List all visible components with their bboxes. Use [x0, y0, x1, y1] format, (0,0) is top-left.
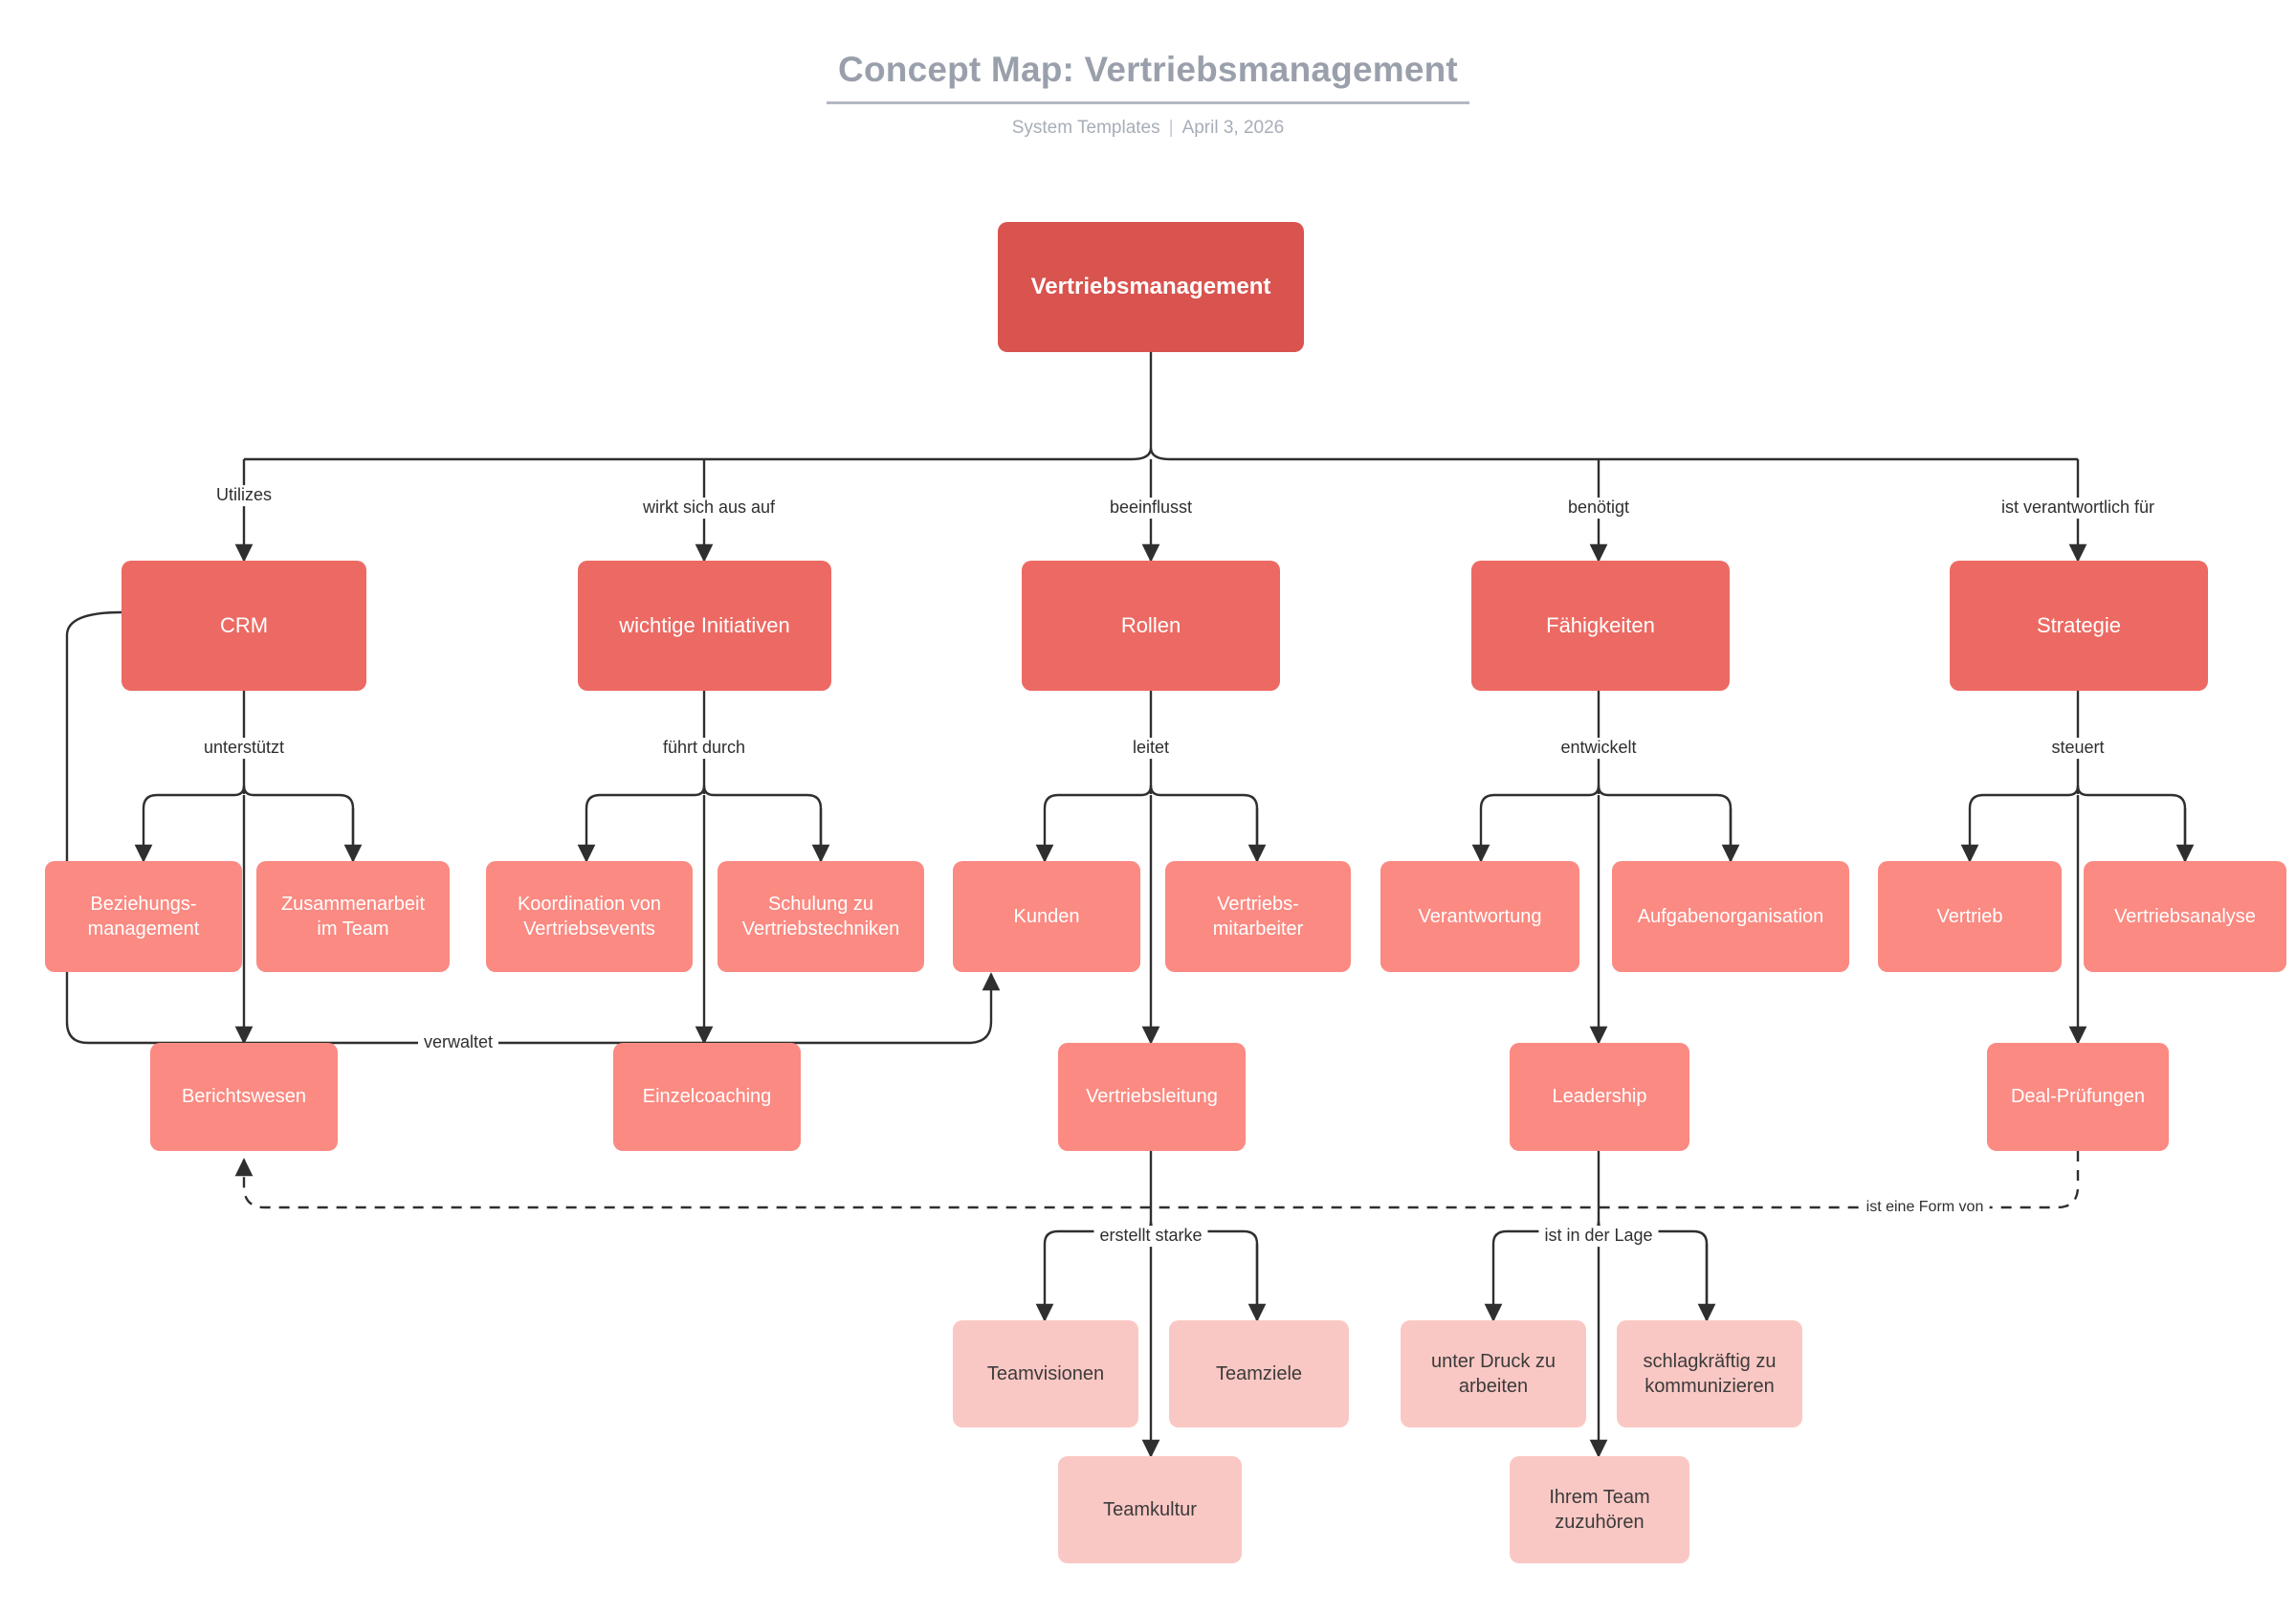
node-deal-pruefungen[interactable]: Deal-Prüfungen [1987, 1043, 2169, 1151]
node-rollen[interactable]: Rollen [1022, 561, 1280, 691]
edge-label-steuert: steuert [2045, 738, 2110, 759]
edge-label-fuehrt-durch: führt durch [656, 738, 752, 759]
edge-label-beeinflusst: beeinflusst [1103, 498, 1199, 519]
edge-strategie-fan [1968, 785, 2187, 861]
node-strategie[interactable]: Strategie [1950, 561, 2208, 691]
node-teamvisionen[interactable]: Teamvisionen [953, 1320, 1138, 1427]
node-unter-druck-zu-arbeiten[interactable]: unter Druck zu arbeiten [1401, 1320, 1586, 1427]
node-leadership[interactable]: Leadership [1510, 1043, 1689, 1151]
edge-label-utilizes: Utilizes [210, 485, 278, 506]
node-wichtige-initiativen[interactable]: wichtige Initiativen [578, 561, 831, 691]
edge-faehigkeiten-fan [1479, 785, 1733, 861]
edge-label-leitet: leitet [1126, 738, 1176, 759]
node-schlagkraeftig-zu-kommunizieren[interactable]: schlagkräftig zu kommunizieren [1617, 1320, 1802, 1427]
node-schulung-zu-vertriebstechniken[interactable]: Schulung zu Vertriebstechniken [718, 861, 924, 972]
node-vertriebsmanagement[interactable]: Vertriebsmanagement [998, 222, 1304, 352]
node-teamkultur[interactable]: Teamkultur [1058, 1456, 1242, 1563]
node-berichtswesen[interactable]: Berichtswesen [150, 1043, 338, 1151]
diagram-subtitle: System Templates | April 3, 2026 [0, 118, 2296, 139]
page-title: Concept Map: Vertriebsmanagement [827, 50, 1469, 104]
node-crm[interactable]: CRM [121, 561, 366, 691]
node-kunden[interactable]: Kunden [953, 861, 1140, 972]
node-teamziele[interactable]: Teamziele [1169, 1320, 1349, 1427]
diagram-header: Concept Map: Vertriebsmanagement System … [0, 50, 2296, 139]
edge-root-bus [244, 447, 2078, 461]
node-ihrem-team-zuzuhoeren[interactable]: Ihrem Team zuzuhören [1510, 1456, 1689, 1563]
edge-rollen-fan [1043, 785, 1259, 861]
edge-initiativen-fan [585, 785, 823, 861]
node-koordination-von-vertriebsevents[interactable]: Koordination von Vertriebsevents [486, 861, 693, 972]
node-einzelcoaching[interactable]: Einzelcoaching [613, 1043, 801, 1151]
node-faehigkeiten[interactable]: Fähigkeiten [1471, 561, 1730, 691]
edge-label-ist-eine-form-von: ist eine Form von [1860, 1198, 1990, 1217]
node-vertriebsleitung[interactable]: Vertriebsleitung [1058, 1043, 1246, 1151]
node-vertriebsmitarbeiter[interactable]: Vertriebs- mitarbeiter [1165, 861, 1351, 972]
edge-label-unterstuetzt: unterstützt [197, 738, 291, 759]
edge-label-ist-verantwortlich-fuer: ist verantwortlich für [1995, 498, 2161, 519]
edge-label-ist-in-der-lage: ist in der Lage [1538, 1226, 1659, 1247]
subtitle-date: April 3, 2026 [1181, 118, 1285, 138]
node-zusammenarbeit-im-team[interactable]: Zusammenarbeit im Team [256, 861, 450, 972]
edge-label-verwaltet: verwaltet [417, 1032, 499, 1053]
edge-label-wirkt-sich-aus-auf: wirkt sich aus auf [636, 498, 782, 519]
node-vertriebsanalyse[interactable]: Vertriebsanalyse [2084, 861, 2286, 972]
subtitle-separator: | [1168, 118, 1174, 138]
subtitle-source: System Templates [1011, 118, 1160, 138]
node-beziehungsmanagement[interactable]: Beziehungs- management [45, 861, 242, 972]
edge-crm-fan [142, 785, 355, 861]
edge-dealpruefungen-to-berichtswesen [234, 1151, 2080, 1209]
edge-label-erstellt-starke: erstellt starke [1093, 1226, 1208, 1247]
edge-label-benoetigt: benötigt [1561, 498, 1636, 519]
edge-label-entwickelt: entwickelt [1555, 738, 1643, 759]
node-verantwortung[interactable]: Verantwortung [1380, 861, 1579, 972]
node-aufgabenorganisation[interactable]: Aufgabenorganisation [1612, 861, 1849, 972]
node-vertrieb[interactable]: Vertrieb [1878, 861, 2062, 972]
